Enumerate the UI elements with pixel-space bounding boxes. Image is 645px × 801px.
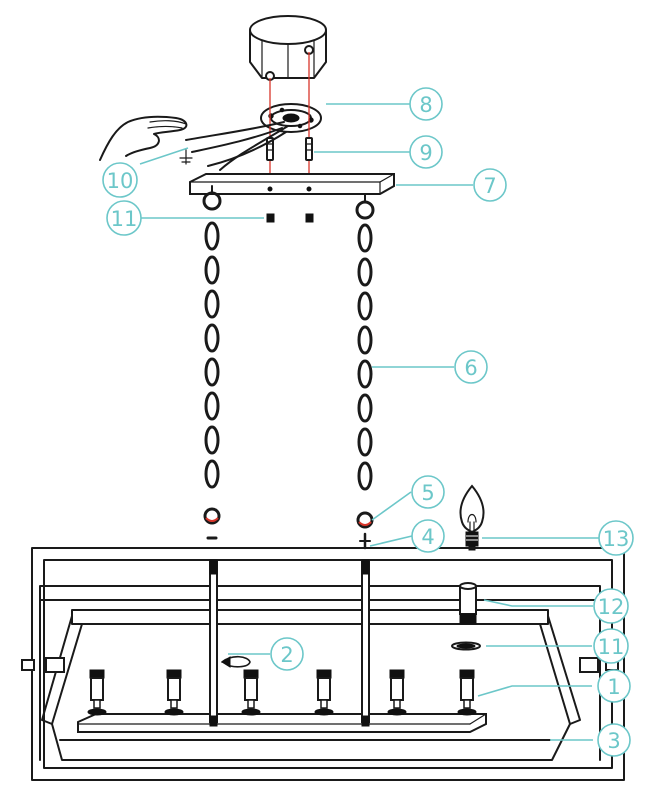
chain-right-link (357, 427, 373, 457)
callout-6-label: 6 (464, 356, 477, 380)
chain-right-link (357, 223, 373, 253)
chain-right (357, 223, 373, 491)
chain-bottom-hooks (203, 507, 374, 550)
chain-right-link (357, 393, 373, 423)
candle-socket (87, 669, 107, 716)
callout-9-label: 9 (419, 141, 432, 165)
down-rods (209, 559, 370, 727)
chain-left-link (204, 459, 220, 489)
chain-right-link (357, 359, 373, 389)
callout-leaders (139, 103, 599, 741)
callout-4-label: 4 (421, 525, 434, 549)
callout-12-label: 12 (598, 595, 625, 619)
chain-left (204, 221, 220, 489)
outer-frame (31, 547, 625, 781)
candle-socket (387, 669, 407, 716)
candle-socket (457, 669, 477, 716)
callout-2: 2 (270, 637, 304, 671)
supply-wires (185, 121, 289, 171)
callout-10-label: 10 (107, 169, 134, 193)
callout-8: 8 (409, 87, 443, 121)
chain-right-link (357, 257, 373, 287)
callout-13-label: 13 (603, 527, 630, 551)
callout-5-label: 5 (421, 481, 434, 505)
callout-11-top: 11 (106, 200, 142, 236)
mounting-screws (266, 137, 313, 161)
chain-left-link (204, 255, 220, 285)
candle-socket (164, 669, 184, 716)
callout-7: 7 (473, 168, 507, 202)
chain-left-link (204, 323, 220, 353)
callout-10: 10 (102, 162, 138, 198)
callout-1: 1 (597, 669, 631, 703)
candelabra-bulb-icon (459, 484, 485, 551)
chain-left-link (204, 425, 220, 455)
chain-left-link (204, 221, 220, 251)
callout-1-label: 1 (607, 675, 620, 699)
junction-box (249, 15, 327, 81)
crossbar-nuts (266, 213, 314, 223)
crossbar (189, 173, 395, 220)
callout-7-label: 7 (483, 174, 496, 198)
candle-socket (314, 669, 334, 716)
chain-right-link (357, 461, 373, 491)
callout-5: 5 (411, 475, 445, 509)
chain-right-link (357, 291, 373, 321)
chain-left-link (204, 357, 220, 387)
ground-symbol-icon (179, 149, 193, 165)
socket-cover (459, 582, 477, 625)
callout-11-top-label: 11 (111, 207, 138, 231)
candle-sockets (87, 669, 477, 716)
chain-left-link (204, 289, 220, 319)
callout-13: 13 (598, 520, 634, 556)
callout-8-label: 8 (419, 93, 432, 117)
callout-2-label: 2 (280, 643, 293, 667)
callout-11-bottom: 11 (593, 628, 629, 664)
mounting-plate (260, 103, 322, 133)
callout-9: 9 (409, 135, 443, 169)
candle-bar (77, 713, 487, 733)
callout-11-bottom-label: 11 (598, 635, 625, 659)
callout-3-label: 3 (607, 729, 620, 753)
callout-3: 3 (597, 723, 631, 757)
candle-socket (241, 669, 261, 716)
chain-right-link (357, 325, 373, 355)
bobeche-ring (451, 641, 481, 651)
callout-12: 12 (593, 588, 629, 624)
hand-icon (99, 115, 188, 161)
callout-4: 4 (411, 519, 445, 553)
chain-left-link (204, 391, 220, 421)
callout-6: 6 (454, 350, 488, 384)
